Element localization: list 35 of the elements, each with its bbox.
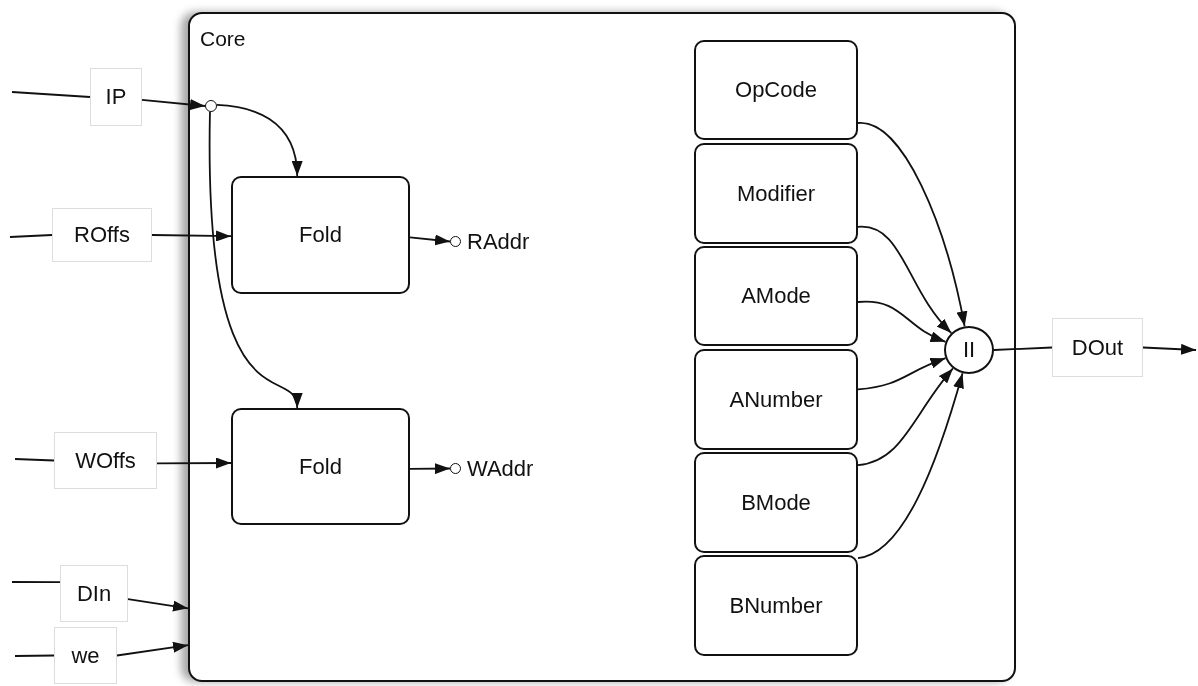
connector-arrow (116, 641, 189, 657)
connector-arrow (1142, 343, 1197, 355)
connector-arrow (216, 104, 302, 177)
connector-arrow (857, 225, 953, 334)
connector-arrow (857, 367, 954, 467)
connector-arrow (209, 111, 300, 409)
port-label: WAddr (467, 457, 534, 480)
signal-label: ROffs (52, 208, 152, 262)
connector-arrow (857, 122, 968, 328)
field-box: BNumber (694, 555, 858, 656)
connector-arrow (127, 598, 189, 612)
connector-arrow (141, 99, 206, 111)
connector-arrow (151, 230, 232, 242)
signal-label: WOffs (54, 432, 157, 489)
signal-label: DIn (60, 565, 128, 622)
process-box: Fold (231, 408, 410, 525)
signal-label: DOut (1052, 318, 1143, 377)
port-label: RAddr (467, 230, 530, 253)
field-box: BMode (694, 452, 858, 553)
field-box: Modifier (694, 143, 858, 244)
field-box: AMode (694, 246, 858, 346)
operator-circle: II (944, 326, 994, 374)
field-box: OpCode (694, 40, 858, 140)
signal-label: we (54, 627, 117, 684)
process-box: Fold (231, 176, 410, 294)
connector-arrow (857, 357, 947, 391)
signal-label: IP (90, 68, 142, 126)
connector-arrow (409, 234, 451, 246)
connector-arrow (156, 457, 232, 469)
connector-arrow (857, 300, 947, 343)
field-box: ANumber (694, 349, 858, 450)
connector-arrow (409, 463, 451, 475)
core-container (188, 12, 1016, 682)
container-title: Core (200, 28, 246, 49)
connector-arrow (857, 372, 964, 559)
